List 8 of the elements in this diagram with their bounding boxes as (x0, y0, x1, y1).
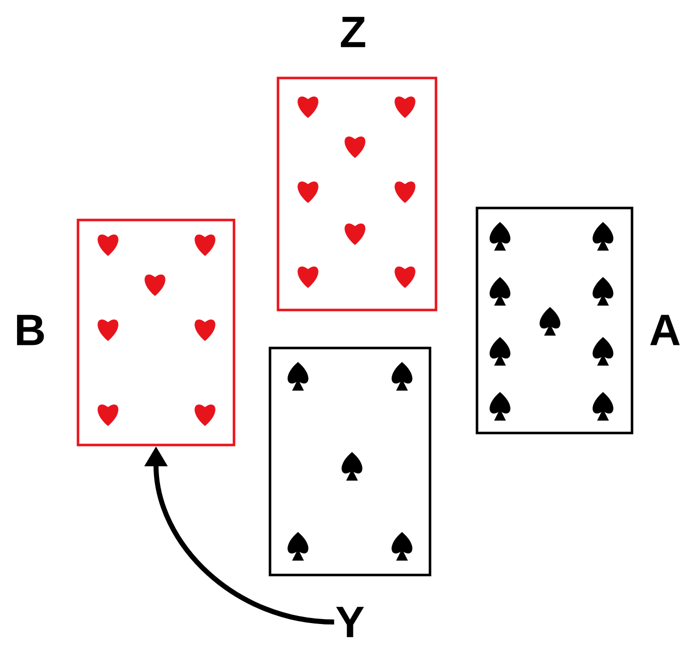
playing-card (276, 76, 438, 312)
playing-card (76, 218, 236, 446)
card-label: Y (336, 606, 364, 638)
card-label: Z (340, 16, 366, 48)
card-label: A (650, 314, 680, 346)
playing-card (476, 206, 634, 434)
playing-card (268, 346, 432, 576)
card-label: B (17, 314, 44, 346)
